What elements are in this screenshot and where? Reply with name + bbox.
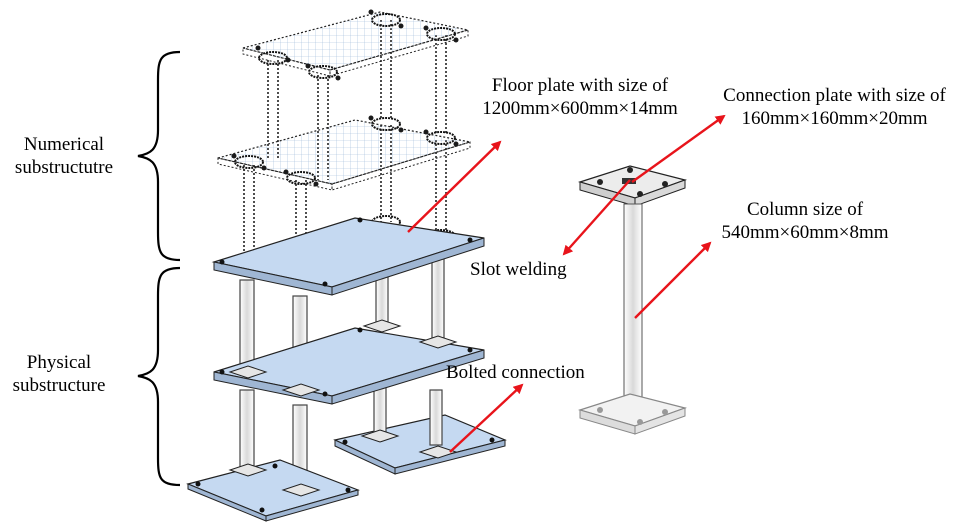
numerical-substructure	[217, 9, 471, 285]
numerical-substructure-label: Numerical substructutre	[0, 133, 128, 179]
column-label-line1: Column size of	[746, 199, 864, 220]
connection-plate-label: Connection plate with size of 160mm×160m…	[700, 84, 969, 130]
bolted-connection-arrow	[449, 383, 524, 453]
slot-welding-arrow	[562, 179, 631, 256]
physical-bracket	[137, 266, 181, 487]
column-label-line2: 540mm×60mm×8mm	[721, 222, 889, 243]
floor-plate-arrow	[407, 140, 502, 233]
physical-substructure	[186, 217, 507, 522]
column-size-label: Column size of 540mm×60mm×8mm	[690, 198, 920, 244]
connection-plate-label-line2: 160mm×160mm×20mm	[741, 108, 928, 129]
physical-base-plate	[186, 459, 360, 517]
slot-welding-label: Slot welding	[470, 259, 567, 280]
floor-plate-label-line2: 1200mm×600mm×14mm	[482, 98, 678, 119]
connection-plate-label-line1: Connection plate with size of	[723, 85, 946, 106]
numerical-bracket	[137, 50, 181, 262]
floor-plate-label-line1: Floor plate with size of	[491, 75, 669, 96]
connection-plate-arrow	[631, 114, 726, 183]
physical-substructure-label: Physical substructure	[0, 351, 118, 397]
numerical-floor-plate-top	[242, 11, 469, 71]
physical-label-line1: Physical	[26, 352, 92, 373]
bolted-connection-label: Bolted connection	[446, 362, 585, 383]
physical-label-line2: substructure	[12, 375, 106, 396]
numerical-label-line2: substructutre	[14, 157, 114, 178]
column-detail	[577, 165, 688, 435]
numerical-floor-plate-middle	[217, 119, 471, 185]
numerical-label-line1: Numerical	[23, 134, 105, 155]
column-arrow	[634, 241, 712, 319]
floor-plate-label: Floor plate with size of 1200mm×600mm×14…	[462, 74, 698, 120]
